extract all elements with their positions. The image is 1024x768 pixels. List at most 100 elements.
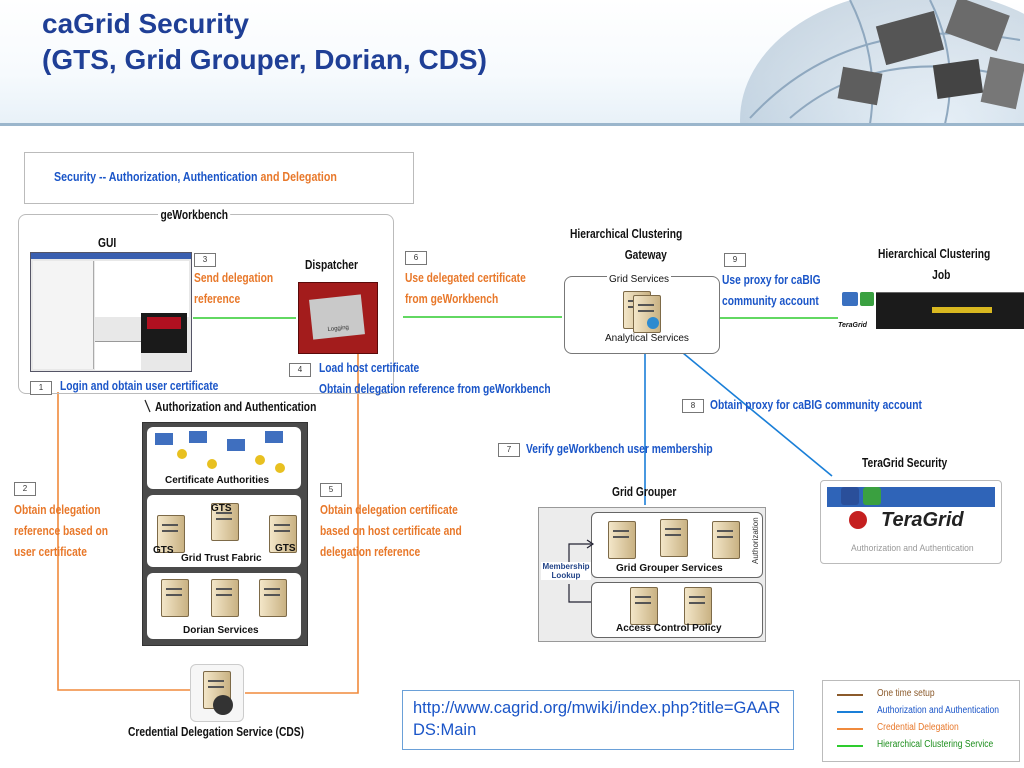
gts-label-center: GTS (211, 503, 232, 514)
step-3-badge: 3 (194, 253, 216, 267)
teragrid-security-box: TeraGrid Authorization and Authenticatio… (820, 480, 1002, 564)
geworkbench-label: geWorkbench (158, 205, 231, 226)
teragrid-logo-icon (842, 292, 858, 306)
membership-lookup-label: Membership Lookup (541, 562, 591, 580)
step-5-line-2: based on host certificate and (320, 524, 462, 538)
step-5-badge: 5 (320, 483, 342, 497)
step-9-badge: 9 (724, 253, 746, 267)
teragrid-security-label: TeraGrid Security (862, 456, 948, 470)
user-icon (213, 695, 233, 715)
step-8-badge: 8 (682, 399, 704, 413)
server-icon (269, 515, 297, 553)
step-1-text: Login and obtain user certificate (60, 379, 219, 393)
server-icon (211, 503, 239, 541)
cds-icon (190, 664, 244, 722)
server-icon (608, 521, 636, 559)
step-4-line-1: Load host certificate (319, 361, 420, 375)
line-step-2 (57, 392, 190, 691)
dispatcher-label: Dispatcher (305, 258, 358, 272)
reference-url-box: http://www.cagrid.org/mwiki/index.php?ti… (402, 690, 794, 750)
legend: One time setup Authorization and Authent… (822, 680, 1020, 762)
authorization-vertical-label: Authorization (751, 517, 760, 564)
legend-one-time: One time setup (877, 688, 935, 699)
job-label: Hierarchical Clustering Job (878, 244, 990, 286)
line-step-1 (144, 399, 151, 413)
reference-url-link[interactable]: http://www.cagrid.org/mwiki/index.php?ti… (413, 699, 781, 739)
step-9-line-2: community account (722, 294, 819, 308)
globe-icon (647, 317, 659, 329)
gts-label-left: GTS (153, 545, 174, 556)
dorian-services-label: Dorian Services (183, 625, 259, 636)
step-8-text: Obtain proxy for caBIG community account (710, 398, 922, 412)
access-control-box: Access Control Policy (591, 582, 763, 638)
step-2-text: Obtain delegation reference based on use… (14, 500, 108, 563)
step-6-badge: 6 (405, 251, 427, 265)
dorian-services-box: Dorian Services (147, 573, 301, 639)
cert-authorities-box: Certificate Authorities (147, 427, 301, 489)
server-icon (630, 587, 658, 625)
teragrid-logo-text: TeraGrid (881, 509, 964, 531)
auth-panel: Certificate Authorities GTS GTS GTS Grid… (142, 422, 308, 646)
security-box-text: Security -- Authorization, Authenticatio… (54, 166, 337, 187)
job-label-line-2: Job (932, 268, 951, 282)
security-box (24, 152, 414, 204)
grid-services-label: Grid Services (607, 274, 672, 285)
dispatcher-logging-text: Logging (327, 324, 350, 334)
step-5-line-1: Obtain delegation certificate (320, 503, 458, 517)
legend-credential: Credential Delegation (877, 722, 959, 733)
line-step-8 (682, 352, 833, 477)
step-3-line-1: Send delegation (194, 271, 274, 285)
gateway-label-line-2: Gateway (624, 248, 667, 262)
server-icon (660, 519, 688, 557)
legend-line-clustering (837, 745, 863, 747)
teragrid-logo-icon (860, 292, 874, 306)
step-6-text: Use delegated certificate from geWorkben… (405, 268, 526, 310)
title-line-2: (GTS, Grid Grouper, Dorian, CDS) (42, 44, 487, 75)
line-step-5 (245, 352, 359, 694)
legend-auth: Authorization and Authentication (877, 705, 999, 716)
header-divider (0, 123, 1024, 126)
step-1-badge: 1 (30, 381, 52, 395)
grid-grouper-label: Grid Grouper (612, 485, 677, 499)
security-box-part1: Security -- Authorization, Authenticatio… (54, 169, 258, 184)
gateway-label-line-1: Hierarchical Clustering (570, 227, 683, 241)
legend-line-auth (837, 711, 863, 713)
security-box-part2: and Delegation (260, 169, 337, 184)
server-icon (211, 579, 239, 617)
server-icon (259, 579, 287, 617)
step-5-line-3: delegation reference (320, 545, 421, 559)
step-9-text: Use proxy for caBIG community account (722, 270, 821, 312)
title-line-1: caGrid Security (42, 8, 249, 39)
membership-lookup-line-2: Lookup (551, 571, 581, 580)
access-control-label: Access Control Policy (616, 623, 722, 634)
grid-grouper-services-box: Grid Grouper Services (591, 512, 763, 578)
step-2-badge: 2 (14, 482, 36, 496)
grid-trust-fabric-label: Grid Trust Fabric (181, 553, 262, 564)
server-icon (161, 579, 189, 617)
step-2-line-2: reference based on (14, 524, 109, 538)
step-3-line-2: reference (194, 292, 241, 306)
step-3-text: Send delegation reference (194, 268, 273, 310)
teragrid-caption: Authorization and Authentication (851, 543, 974, 554)
cluster-image (876, 292, 1024, 329)
cds-label: Credential Delegation Service (CDS) (128, 725, 305, 739)
slide-title: caGrid Security (GTS, Grid Grouper, Dori… (42, 6, 487, 78)
step-6-line-1: Use delegated certificate (405, 271, 526, 285)
analytical-services-label: Analytical Services (605, 333, 689, 344)
server-icon (157, 515, 185, 553)
job-label-line-1: Hierarchical Clustering (878, 247, 991, 261)
server-icon (712, 521, 740, 559)
step-2-line-1: Obtain delegation (14, 503, 101, 517)
step-7-badge: 7 (498, 443, 520, 457)
gui-screenshot (30, 252, 192, 372)
grid-grouper-services-label: Grid Grouper Services (616, 563, 723, 574)
grid-trust-fabric-box: GTS GTS GTS Grid Trust Fabric (147, 495, 301, 567)
gateway-label: Hierarchical Clustering Gateway (570, 224, 682, 266)
step-5-text: Obtain delegation certificate based on h… (320, 500, 462, 563)
step-4-badge: 4 (289, 363, 311, 377)
step-7-text: Verify geWorkbench user membership (526, 442, 713, 456)
cert-authorities-label: Certificate Authorities (165, 475, 270, 486)
legend-line-credential (837, 728, 863, 730)
step-9-line-1: Use proxy for caBIG (722, 273, 821, 287)
legend-clustering: Hierarchical Clustering Service (877, 739, 994, 750)
